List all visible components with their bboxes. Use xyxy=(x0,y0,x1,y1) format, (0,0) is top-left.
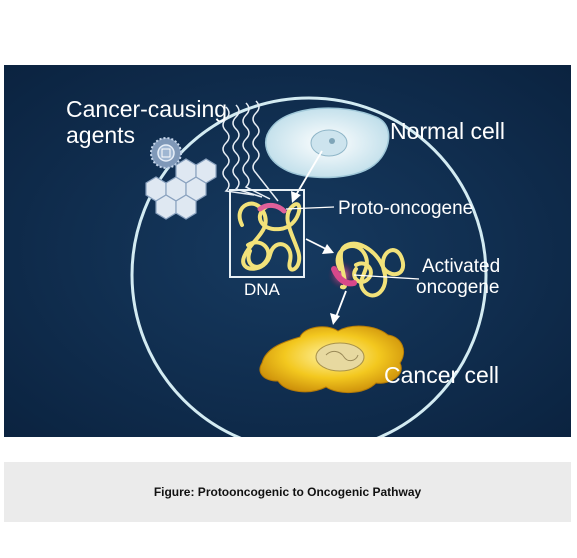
arrow-activated-to-cancer xyxy=(330,290,347,325)
figure-caption: Figure: Protooncogenic to Oncogenic Path… xyxy=(153,485,422,499)
label-agents: agents xyxy=(66,122,135,148)
cancer-cell xyxy=(259,325,404,393)
dna-strand xyxy=(237,201,302,272)
label-normal-cell: Normal cell xyxy=(390,118,505,144)
label-proto-oncogene: Proto-oncogene xyxy=(338,198,473,219)
arrow-normal-to-dna xyxy=(291,150,323,203)
label-oncogene: oncogene xyxy=(416,277,499,298)
label-activated: Activated xyxy=(422,256,500,277)
label-cancer-cell: Cancer cell xyxy=(384,362,499,388)
pathway-illustration: Cancer-causing agents Normal cell Proto-… xyxy=(4,65,571,454)
label-dna: DNA xyxy=(244,280,281,299)
activated-dna-strand xyxy=(335,241,406,298)
radiation-lines xyxy=(222,100,279,202)
caption-panel: Figure: Protooncogenic to Oncogenic Path… xyxy=(4,462,571,522)
proto-oncogene-marker xyxy=(257,202,287,214)
chemical-hexagons-icon xyxy=(145,158,217,220)
activated-oncogene-marker xyxy=(331,266,357,287)
dna-box xyxy=(229,189,305,278)
virus-icon xyxy=(150,137,182,169)
label-cancer-causing-agents: Cancer-causing xyxy=(66,96,227,122)
label-leader-lines xyxy=(285,206,420,280)
normal-cell xyxy=(265,107,390,179)
arrow-dna-to-activated xyxy=(305,238,334,254)
